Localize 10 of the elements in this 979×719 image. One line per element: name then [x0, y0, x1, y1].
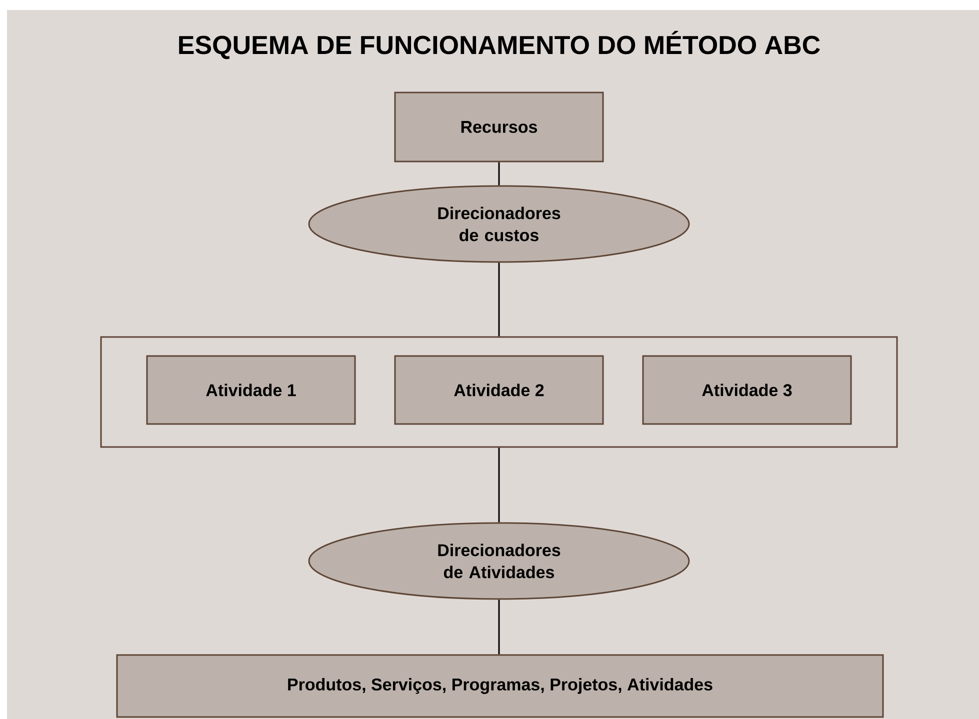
connector-line	[498, 448, 500, 522]
connector-line	[498, 600, 500, 654]
process-box: Atividade 1	[146, 355, 356, 425]
connector-line	[498, 262, 500, 336]
process-box: Atividade 3	[642, 355, 852, 425]
connector-line	[498, 162, 500, 186]
process-box: Recursos	[394, 92, 604, 162]
title: ESQUEMA DE FUNCIONAMENTO DO MÉTODO ABC	[179, 30, 820, 60]
process-box: Produtos, Serviços, Programas, Projetos, Atividades	[116, 654, 884, 718]
process-box: Atividade 2	[394, 355, 604, 425]
